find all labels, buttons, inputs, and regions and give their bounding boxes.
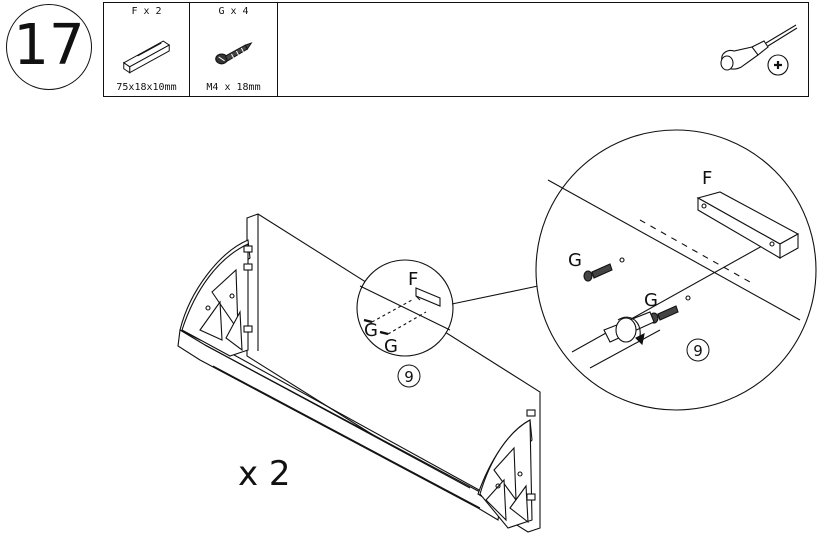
callout-small-part-g-1: G [364,320,378,341]
parts-list: F x 2 75x18x10mm G x 4 M4 x 18mm [103,2,809,97]
wooden-dowel-bar-icon [122,40,171,74]
screw-count-badge-large [686,338,710,362]
callout-large-part-g-2: G [644,290,658,311]
part-g-dimension: M4 x 18mm [206,82,261,93]
step-number-badge: 17 [6,4,92,90]
assembly-quantity: x 2 [238,454,291,494]
screw-count-small: 9 [404,368,414,386]
callout-small-part-g-2: G [384,336,398,357]
screw-count-large: 9 [693,342,703,360]
part-g-cell: G x 4 M4 x 18mm [190,3,278,96]
screw-icon [215,42,253,65]
detail-callout-large [535,129,817,411]
callout-leader-line [451,285,539,305]
callout-small-part-f: F [408,269,418,290]
part-f-label: F x 2 [131,6,162,17]
screw-count-badge-small [397,364,421,388]
phillips-screwdriver-icon [720,24,798,76]
part-f-dimension: 75x18x10mm [116,82,177,93]
step-number: 17 [13,13,85,78]
callout-large-part-g-1: G [568,250,582,271]
part-g-label: G x 4 [218,6,249,17]
callout-large-part-f: F [702,168,712,189]
part-f-cell: F x 2 75x18x10mm [104,3,190,96]
